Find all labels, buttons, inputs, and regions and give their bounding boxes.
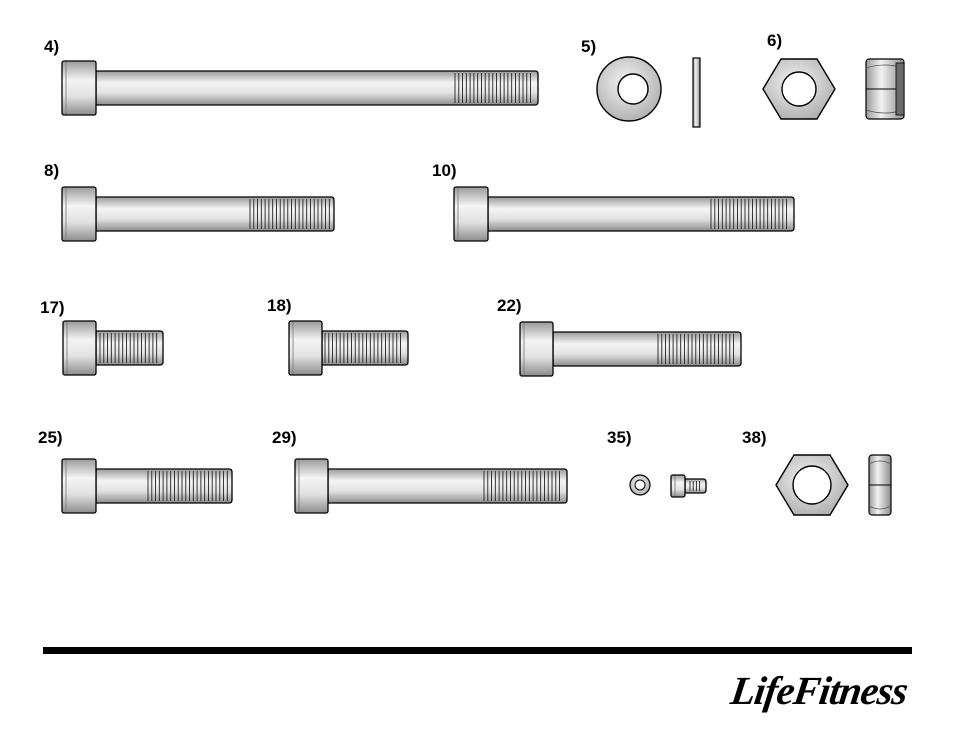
bolt-shank — [685, 479, 706, 493]
bolt-shank — [96, 71, 538, 105]
part-label-35: 35) — [607, 428, 632, 447]
nut-6-illustration — [763, 59, 904, 119]
bolt-shank — [328, 469, 567, 503]
lifefitness-logo: LifeFitness — [727, 668, 910, 713]
bolt-8-illustration — [62, 187, 334, 241]
bolt-shank — [322, 331, 408, 365]
bolt-head — [62, 61, 96, 115]
part-label-38: 38) — [742, 428, 767, 447]
part-label-6: 6) — [767, 31, 782, 50]
bolt-10-illustration — [454, 187, 794, 241]
part-label-17: 17) — [40, 298, 65, 317]
bolt-head — [295, 459, 328, 513]
bolt-shank — [553, 332, 741, 366]
bolt-threads — [325, 333, 401, 363]
footer-rule — [43, 647, 912, 654]
bolt-head — [671, 475, 685, 497]
bolt-18-illustration — [289, 321, 408, 375]
part-label-5: 5) — [581, 37, 596, 56]
bolt-head — [454, 187, 488, 241]
bolt-threads — [711, 199, 787, 229]
part-label-18: 18) — [267, 296, 292, 315]
small-nut-35-illustration — [630, 475, 650, 495]
washer-5-illustration — [597, 57, 700, 127]
bolt-shank — [96, 469, 232, 503]
bolt-head — [62, 459, 96, 513]
bolt-shank — [96, 197, 334, 231]
bolt-4-illustration — [62, 61, 538, 115]
bolt-17-illustration — [63, 321, 163, 375]
part-label-25: 25) — [38, 428, 63, 447]
part-label-4: 4) — [44, 37, 59, 56]
bolt-25-illustration — [62, 459, 232, 513]
part-label-10: 10) — [432, 161, 457, 180]
part-label-8: 8) — [44, 161, 59, 180]
bolt-22-illustration — [520, 322, 741, 376]
bolt-threads — [484, 471, 560, 501]
bolt-29-illustration — [295, 459, 567, 513]
part-label-29: 29) — [272, 428, 297, 447]
bolt-threads — [455, 73, 531, 103]
bolt-head — [289, 321, 322, 375]
bolt-head — [63, 321, 96, 375]
bolt-shank — [488, 197, 794, 231]
logo-wordmark: LifeFitness — [727, 668, 910, 713]
bolt-head — [62, 187, 96, 241]
bolt-threads — [658, 334, 734, 364]
bolt-head — [520, 322, 553, 376]
part-label-22: 22) — [497, 296, 522, 315]
nut-38-illustration — [776, 455, 891, 515]
screw-35-illustration — [671, 475, 706, 497]
